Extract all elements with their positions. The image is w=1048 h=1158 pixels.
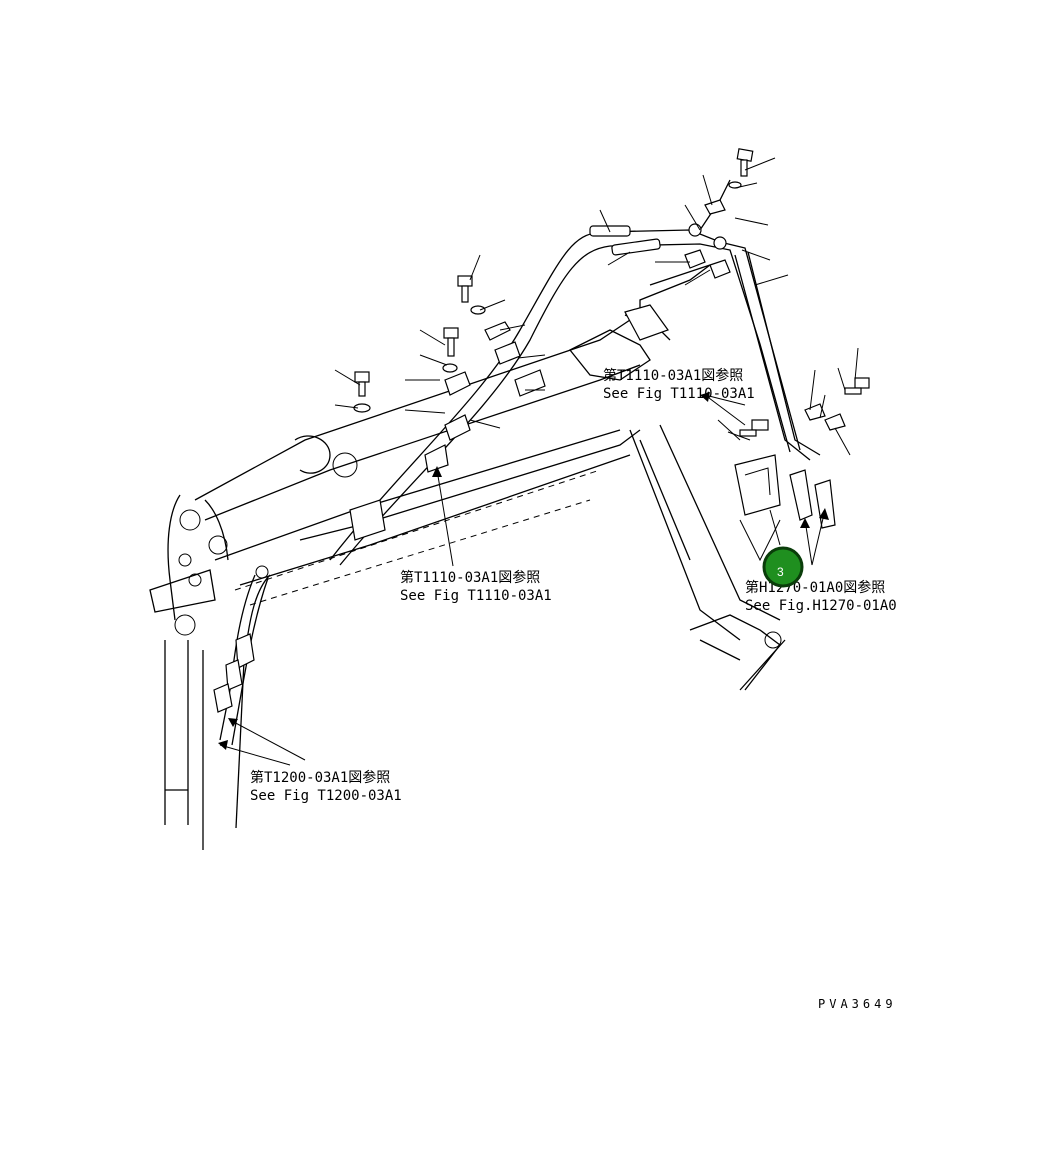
leader-lines	[218, 157, 859, 766]
ref-label-jp-3: 第H1270-01A0図参照	[745, 579, 885, 596]
bolt-icon	[457, 275, 486, 315]
drawing-code: PVA3649	[818, 997, 897, 1011]
boom-structure	[149, 314, 786, 850]
fasteners	[213, 148, 870, 713]
part-callout-marker[interactable]: 3	[762, 546, 804, 588]
hydraulic-lines	[219, 179, 821, 746]
ref-label-en-1: See Fig T1110-03A1	[603, 386, 755, 402]
bolt-icon	[442, 327, 459, 373]
ref-label-en-2: See Fig T1110-03A1	[400, 588, 552, 604]
bolt-icon	[728, 148, 754, 189]
ref-label-en-3: See Fig.H1270-01A0	[745, 598, 897, 614]
ref-label-jp-4: 第T1200-03A1図参照	[250, 769, 390, 786]
ref-label-jp-2: 第T1110-03A1図参照	[400, 569, 540, 586]
bolt-icon	[353, 371, 371, 413]
bolt-icon	[844, 377, 870, 395]
ref-label-jp-1: 第T1110-03A1図参照	[603, 367, 743, 384]
bolt-icon	[739, 419, 769, 437]
callout-number: 3	[777, 565, 784, 579]
ref-label-en-4: See Fig T1200-03A1	[250, 788, 402, 804]
